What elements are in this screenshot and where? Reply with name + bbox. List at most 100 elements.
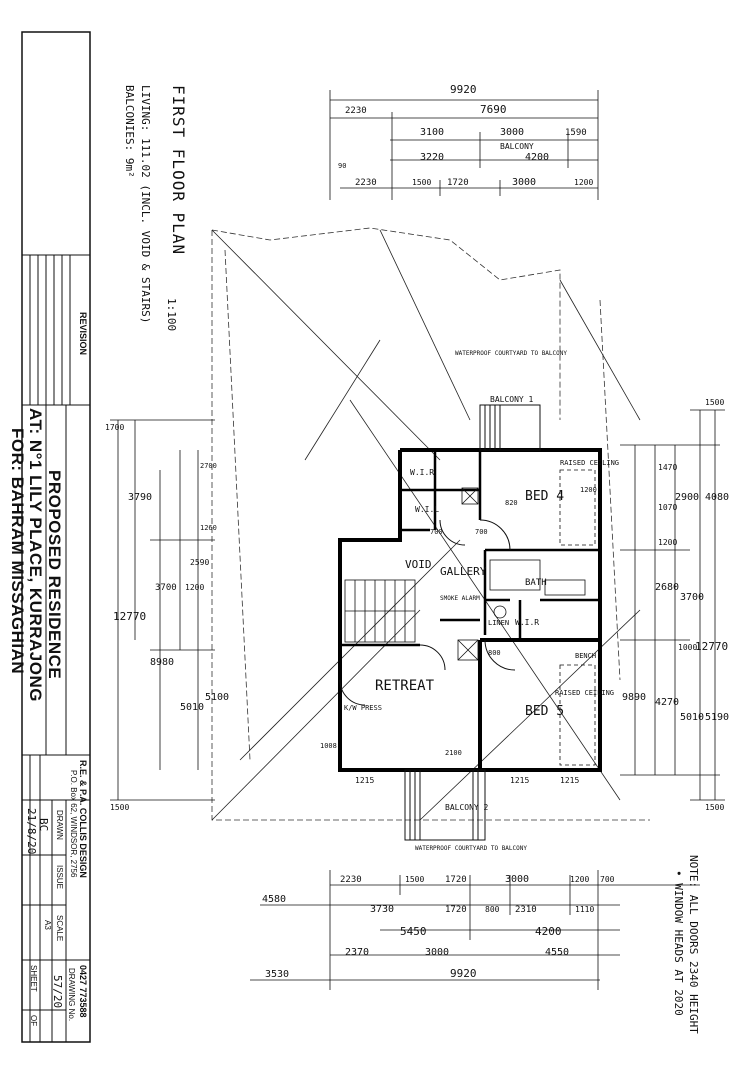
dim-right-d: 2680	[655, 582, 679, 593]
dim-right-i: 9890	[622, 692, 646, 703]
dim-bot-r2-b: 3730	[370, 904, 394, 915]
date-value: 21/8/20	[25, 808, 38, 855]
opening-820: 820	[505, 499, 518, 507]
dim-bot-r5-b: 9920	[450, 967, 477, 980]
label-raised-ceiling-1: RAISED CEILING	[560, 459, 619, 467]
room-void: VOID	[405, 558, 432, 571]
project-title: PROPOSED RESIDENCE	[45, 470, 64, 680]
dim-right-e: 1200	[658, 538, 677, 547]
of-label: OF	[29, 1015, 38, 1027]
label-waterproof-2: WATERPROOF COURTYARD TO BALCONY	[415, 845, 527, 852]
dim-right-m: 1000	[678, 643, 697, 652]
dim-right-top: 1500	[705, 398, 724, 407]
opening-2100: 2100	[445, 749, 462, 757]
drawn-value: BC	[37, 818, 50, 832]
internal-walls	[340, 450, 600, 647]
opening-1215-b: 1215	[510, 776, 529, 785]
firm-name: R.E. & P.A. COLLIS DESIGN	[78, 760, 88, 878]
project-address: AT: N°1 LILY PLACE, KURRAJONG	[26, 408, 45, 702]
dim-bot-r1-d: 3000	[505, 874, 529, 885]
dim-top-r1-b: 7690	[480, 103, 507, 116]
dim-bot-r1-e: 1200	[570, 875, 589, 884]
room-wir1: W.I.R	[410, 468, 434, 477]
dim-bot-r1-a: 2230	[340, 875, 362, 885]
dim-left-c: 5100	[205, 692, 229, 703]
dim-top-r4-d: 3000	[512, 177, 536, 188]
label-smoke-alarm: SMOKE ALARM	[440, 595, 480, 602]
bath-fixtures	[457, 487, 586, 661]
dim-top-r3-b: 4200	[525, 152, 549, 163]
dim-top-overall: 9920	[450, 83, 477, 96]
dim-bot-r2-d: 800	[485, 905, 500, 914]
room-bath: BATH	[525, 578, 547, 588]
roof-hips	[211, 229, 641, 821]
raised-ceiling-lines	[559, 469, 596, 766]
firm-phone: 0427 773588	[78, 965, 88, 1018]
door-swings	[339, 519, 516, 706]
label-kw-press: K/W PRESS	[344, 704, 382, 712]
label-raised-ceiling-2: RAISED CEILING	[555, 689, 614, 697]
plan-scale: 1:100	[165, 298, 178, 332]
dim-bot-r1-f: 700	[600, 875, 615, 884]
dim-top-r3-a: 3220	[420, 152, 444, 163]
dim-top-r4-c: 1720	[447, 178, 469, 188]
opening-800: 800	[488, 649, 501, 657]
living-area: LIVING: 111.02 (INCL. VOID & STAIRS)	[139, 85, 152, 324]
dim-left-e: 2590	[190, 558, 209, 567]
opening-1200: 1200	[580, 486, 597, 494]
dim-left-j: 1260	[200, 524, 217, 532]
dim-bot-r1-b: 1500	[405, 875, 424, 884]
dim-bot-r5-a: 3530	[265, 969, 289, 980]
drawing-no-label: DRAWING No.	[67, 968, 76, 1022]
dim-top-r4-e: 1200	[574, 178, 593, 187]
dim-right-j: 1500	[705, 803, 724, 812]
note-windows: • WINDOW HEADS AT 2020	[672, 870, 685, 1016]
room-retreat: RETREAT	[375, 678, 435, 694]
dim-left-f: 3700	[155, 583, 177, 593]
project-client: FOR: BAHRAM MISSAGHIAN	[8, 428, 27, 675]
dim-left-overall: 12770	[113, 610, 146, 623]
room-bed5: BED 5	[525, 704, 564, 719]
dim-bot-r2-c: 1720	[445, 905, 467, 915]
dim-bot-r3-a: 5450	[400, 925, 427, 938]
dim-right-k: 1470	[658, 463, 677, 472]
dim-left-a: 3790	[128, 492, 152, 503]
issue-label: ISSUE	[55, 865, 64, 890]
plan-title: FIRST FLOOR PLAN	[169, 85, 188, 256]
opening-1008: 1008	[320, 742, 337, 750]
opening-700-a: 700	[430, 528, 443, 536]
dim-left-i: 2700	[200, 462, 217, 470]
dim-top-r4-a: 2230	[355, 178, 377, 188]
opening-700-b: 700	[475, 528, 488, 536]
stairs	[344, 579, 416, 643]
drawing-no-value: 57/20	[51, 975, 64, 1009]
dim-right-a: 4080	[705, 492, 729, 503]
dim-right-overall: 12770	[695, 640, 728, 653]
dim-top-r2-b: 3000	[500, 127, 524, 138]
scale-value: A3	[43, 920, 52, 930]
dim-right-b: 2900	[675, 492, 699, 503]
balconies-area: BALCONIES: 9m²	[123, 85, 136, 178]
note-doors: NOTE: ALL DOORS 2340 HEIGHT	[687, 855, 700, 1034]
dim-bot-r4-b: 3000	[425, 947, 449, 958]
dim-left-g: 1200	[185, 583, 204, 592]
dim-left-h: 1500	[110, 803, 129, 812]
dim-left-b: 8980	[150, 657, 174, 668]
room-wil: W.I.L	[415, 505, 439, 514]
balcony-2	[404, 769, 486, 841]
dim-left-d: 5010	[180, 702, 204, 713]
dim-top-r1-a: 2230	[345, 106, 367, 116]
label-waterproof-1: WATERPROOF COURTYARD TO BALCONY	[455, 350, 567, 357]
dim-bot-r3-b: 4200	[535, 925, 562, 938]
dim-top-90: 90	[338, 162, 346, 170]
scale-label: SCALE	[55, 915, 64, 942]
dim-bot-r2-f: 1110	[575, 905, 594, 914]
dim-right-f: 5010	[680, 712, 704, 723]
dim-top-balcony: BALCONY	[500, 142, 534, 151]
dim-right-h: 4270	[655, 697, 679, 708]
opening-1215-c: 1215	[560, 776, 579, 785]
dim-bot-r2-e: 2310	[515, 905, 537, 915]
dim-top-r2-c: 1590	[565, 128, 587, 138]
dim-top-r4-b: 1500	[412, 178, 431, 187]
